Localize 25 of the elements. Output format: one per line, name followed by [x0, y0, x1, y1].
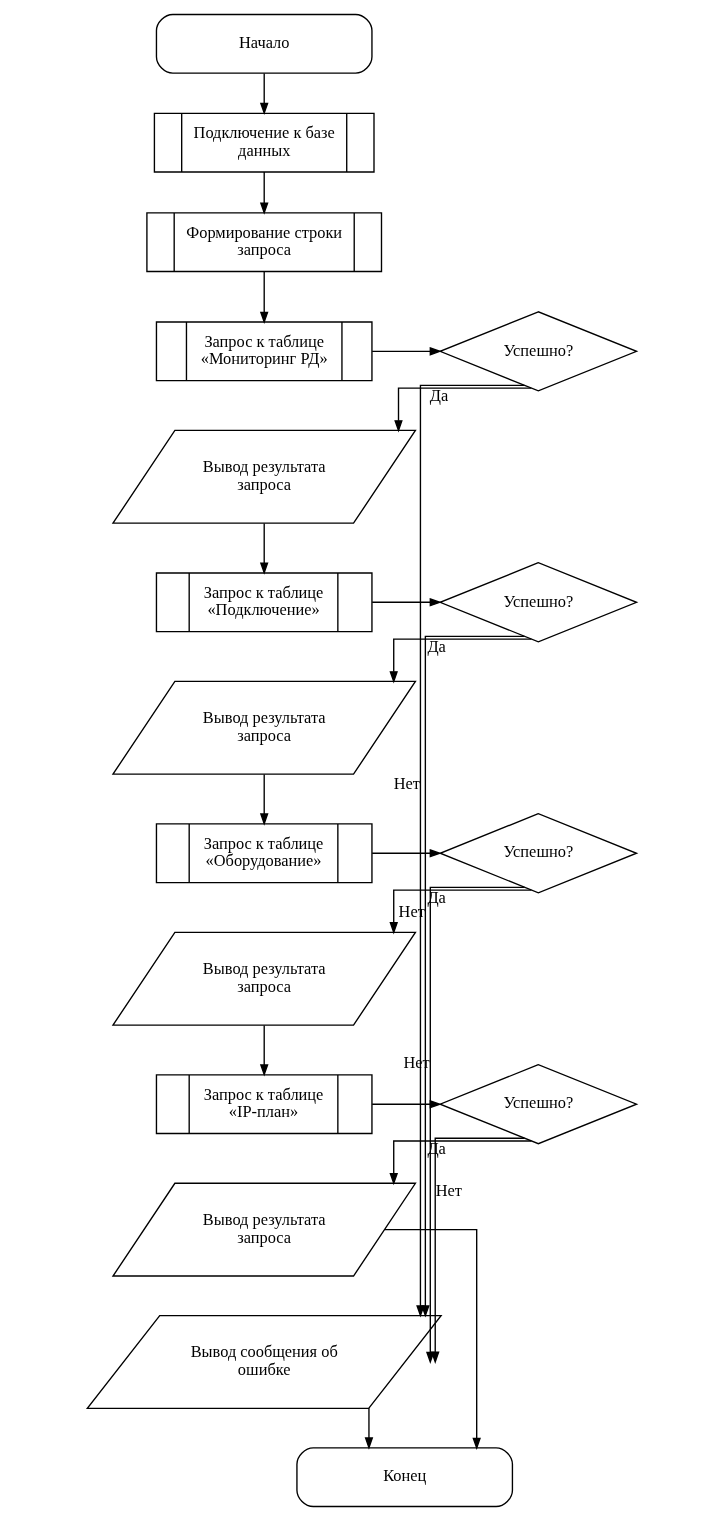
arrow: [420, 635, 525, 1318]
arrow: [259, 72, 268, 116]
arrow: [259, 1024, 268, 1077]
edge-label: Нет: [435, 1181, 462, 1201]
node-box: Начало: [155, 13, 373, 74]
arrow: [371, 347, 442, 356]
arrow: [430, 1137, 525, 1364]
arrow: [393, 387, 532, 433]
arrow: [383, 1229, 481, 1450]
arrow: [259, 522, 268, 575]
arrow: [364, 1407, 373, 1450]
arrow: [388, 638, 532, 684]
arrow: [388, 889, 532, 935]
arrow: [371, 848, 442, 858]
node-diamond: Успешно?: [437, 562, 638, 643]
arrow: [259, 171, 268, 215]
arrow: [371, 1099, 442, 1109]
arrow: [371, 598, 442, 607]
arrow: [259, 271, 268, 324]
node-box: Конец: [295, 1447, 513, 1508]
node-diamond: Успешно?: [437, 812, 638, 894]
arrow: [388, 1140, 532, 1186]
node-diamond: Успешно?: [437, 1063, 638, 1145]
edge-label: Нет: [393, 774, 420, 794]
arrow: [259, 773, 268, 826]
